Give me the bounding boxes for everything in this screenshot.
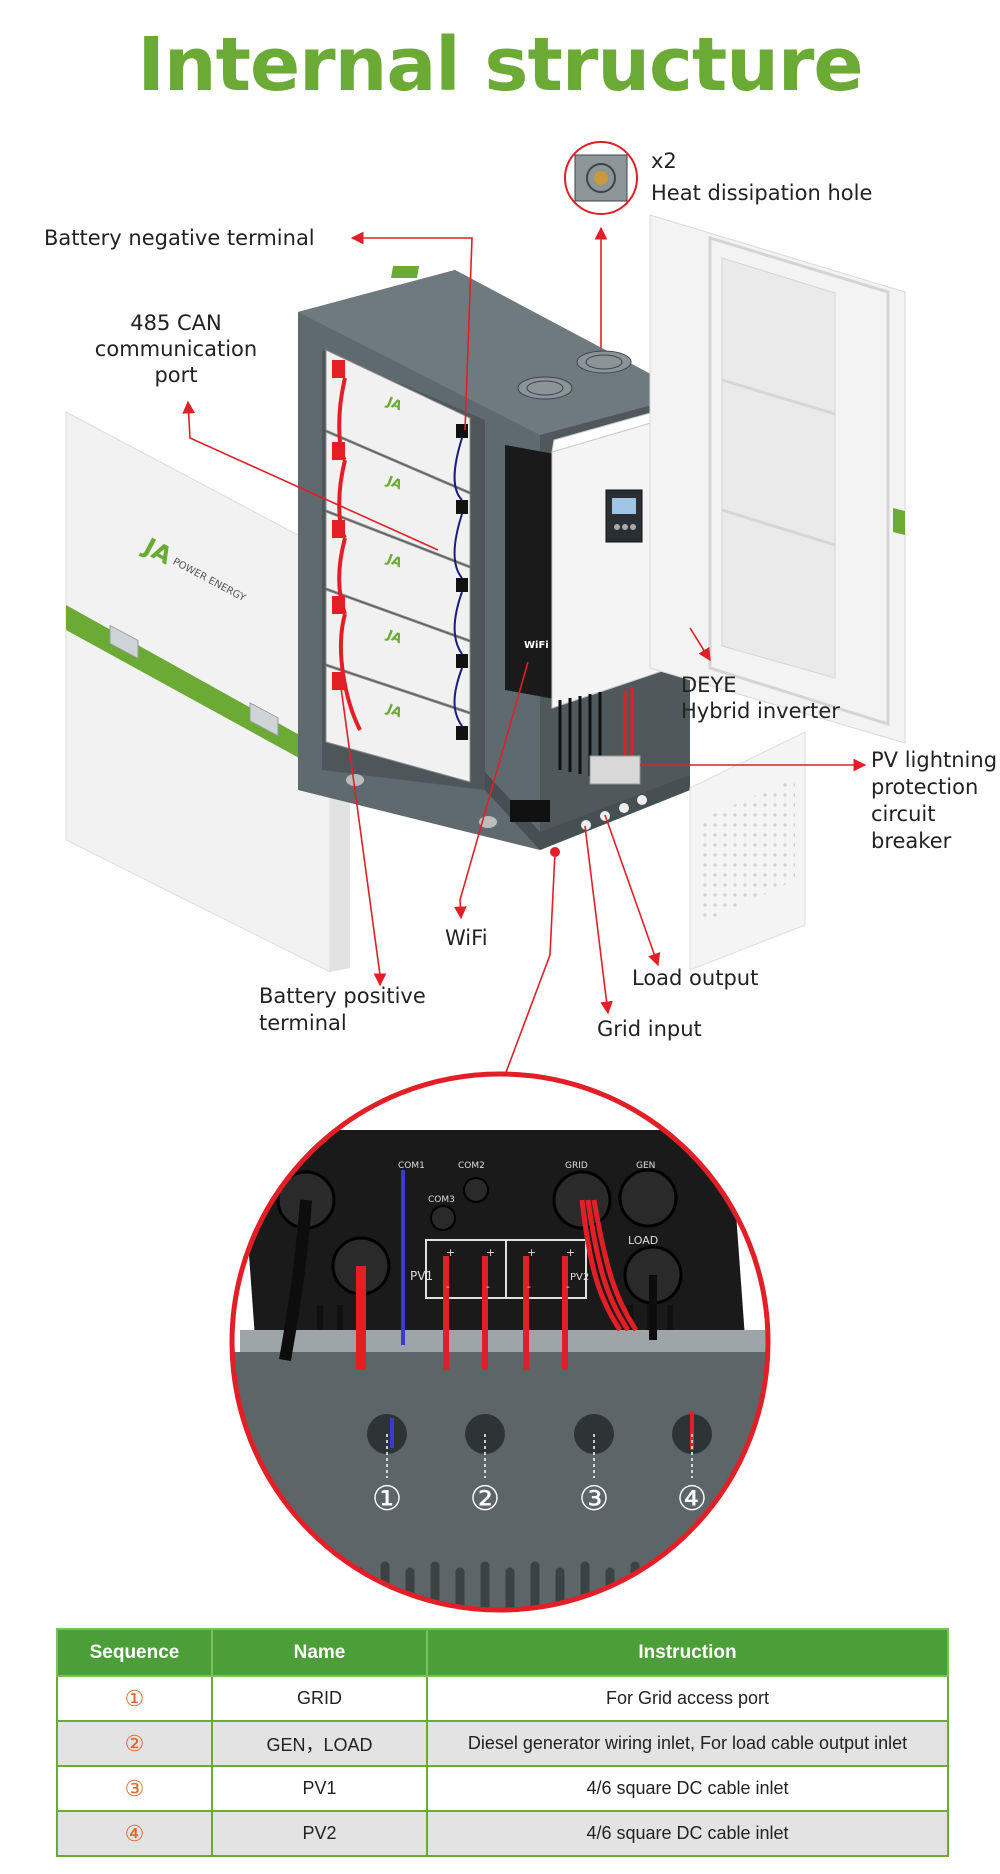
- instruction-cell: For Grid access port: [426, 1675, 949, 1722]
- table-row: ③ PV1 4/6 square DC cable inlet: [56, 1765, 949, 1812]
- table-row: ④ PV2 4/6 square DC cable inlet: [56, 1810, 949, 1857]
- sequence-cell: ①: [56, 1675, 213, 1722]
- can-port-label-2: communication: [95, 337, 257, 361]
- port-label-grid: GRID: [565, 1161, 588, 1171]
- pv-breaker-label-4: breaker: [871, 829, 952, 853]
- callout-dot: [550, 847, 560, 857]
- port-label-gen: GEN: [636, 1161, 655, 1171]
- zoom-ring: [229, 1071, 771, 1613]
- instruction-cell: 4/6 square DC cable inlet: [426, 1765, 949, 1812]
- name-cell: GRID: [211, 1675, 428, 1722]
- structure-diagram: JA POWER ENERGY: [44, 141, 997, 1613]
- inverter-label-1: DEYE: [681, 673, 737, 697]
- pv1-plus-a: +: [446, 1246, 455, 1259]
- page-title: Internal structure: [137, 22, 863, 108]
- battery-negative-label: Battery negative terminal: [44, 226, 315, 250]
- column-header-sequence: Sequence: [56, 1628, 213, 1677]
- heat-hole-detail: [564, 141, 638, 215]
- callout-lines: [182, 226, 867, 1076]
- battery-logo-3: JA: [384, 551, 404, 571]
- battery-logo-1: JA: [384, 394, 404, 414]
- instruction-cell: 4/6 square DC cable inlet: [426, 1810, 949, 1857]
- sequence-cell: ③: [56, 1765, 213, 1812]
- battery-logo-2: JA: [384, 473, 404, 493]
- fan-grille-2-icon: [576, 350, 632, 374]
- sequence-cell: ④: [56, 1810, 213, 1857]
- name-cell: GEN，LOAD: [211, 1720, 428, 1767]
- port-label-load: LOAD: [628, 1234, 658, 1247]
- table-header-row: Sequence Name Instruction: [56, 1628, 949, 1677]
- port-label-com1: COM1: [398, 1161, 425, 1171]
- battery-logo-4: JA: [384, 627, 404, 647]
- port-label-pv2: PV2: [570, 1272, 589, 1283]
- grid-input-label: Grid input: [597, 1017, 702, 1041]
- can-port-label-1: 485 CAN: [130, 311, 222, 335]
- left-front-panel: JA POWER ENERGY: [65, 411, 350, 973]
- spec-table: Sequence Name Instruction ① GRID For Gri…: [56, 1628, 949, 1857]
- side-panel: [689, 731, 806, 971]
- wifi-label: WiFi: [445, 926, 488, 950]
- table-row: ② GEN，LOAD Diesel generator wiring inlet…: [56, 1720, 949, 1767]
- zoom-detail: COM1 COM2 COM3 GRID GEN LOAD PV1 PV2 + +…: [232, 1074, 768, 1610]
- port-label-pv1: PV1: [410, 1269, 433, 1283]
- pv1-minus-b: -: [486, 1280, 490, 1293]
- name-cell: PV2: [211, 1810, 428, 1857]
- fan-count-label: x2: [651, 149, 677, 173]
- inverter-label-2: Hybrid inverter: [681, 699, 840, 723]
- port-label-com3: COM3: [428, 1195, 455, 1205]
- column-header-name: Name: [211, 1628, 428, 1677]
- battery-positive-label-1: Battery positive: [259, 984, 426, 1008]
- battery-positive-label-2: terminal: [259, 1011, 347, 1035]
- right-door: [649, 214, 906, 744]
- pv-breaker-label-3: circuit: [871, 802, 935, 826]
- fan-grille-1-icon: [517, 376, 573, 400]
- pv2-plus-a: +: [527, 1246, 536, 1259]
- column-header-instruction: Instruction: [426, 1628, 949, 1677]
- pv2-plus-b: +: [566, 1246, 575, 1259]
- name-cell: PV1: [211, 1765, 428, 1812]
- marker-2: ②: [470, 1479, 500, 1519]
- marker-4: ④: [677, 1479, 707, 1519]
- pv-breaker-label-1: PV lightning: [871, 748, 997, 772]
- pv-breaker-label-2: protection: [871, 775, 978, 799]
- marker-3: ③: [579, 1479, 609, 1519]
- pv1-plus-b: +: [486, 1246, 495, 1259]
- load-output-label: Load output: [632, 966, 758, 990]
- pv2-minus-a: -: [527, 1280, 531, 1293]
- pv2-minus-b: -: [566, 1280, 570, 1293]
- pv1-minus-a: -: [446, 1280, 450, 1293]
- marker-1: ①: [372, 1479, 402, 1519]
- port-label-com2: COM2: [458, 1161, 485, 1171]
- wifi-tag: WiFi: [524, 640, 549, 651]
- can-port-label-3: port: [154, 363, 197, 387]
- wiring-bay: [346, 688, 690, 850]
- table-row: ① GRID For Grid access port: [56, 1675, 949, 1722]
- battery-stack: JA JA JA JA JA: [325, 349, 471, 783]
- instruction-cell: Diesel generator wiring inlet, For load …: [426, 1720, 949, 1767]
- battery-logo-5: JA: [384, 701, 404, 721]
- heat-hole-label: Heat dissipation hole: [651, 181, 872, 205]
- sequence-cell: ②: [56, 1720, 213, 1767]
